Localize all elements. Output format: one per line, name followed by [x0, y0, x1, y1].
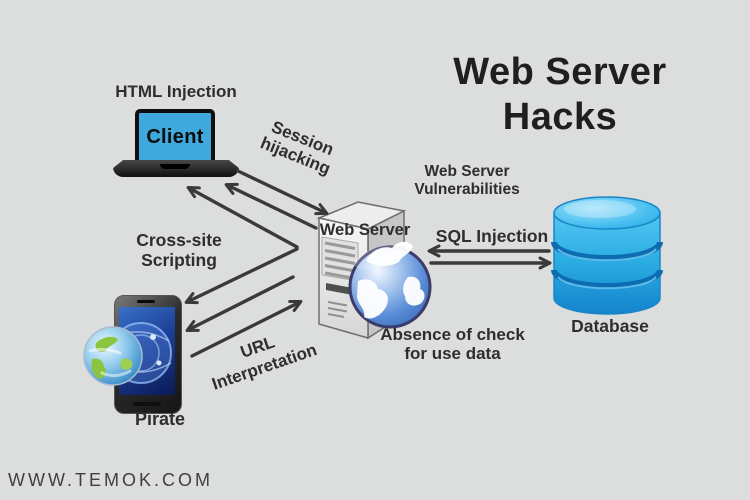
page-title: Web Server Hacks [420, 50, 700, 140]
client-laptop-icon: Client [110, 105, 245, 185]
web-server-vulnerabilities-label: Web Server Vulnerabilities [414, 163, 520, 198]
laptop-screen: Client [135, 109, 215, 165]
web-server-icon [316, 201, 432, 340]
arrow-url-interpretation [190, 300, 303, 358]
database-icon [551, 196, 663, 315]
server-globe-icon [348, 241, 432, 329]
arrow-server-to-pirate-1 [184, 247, 299, 305]
pirate-label: Pirate [134, 409, 186, 429]
html-injection-label: HTML Injection [115, 82, 237, 101]
phone-speaker [137, 300, 155, 303]
earth-globe-icon [83, 326, 143, 386]
watermark: WWW.TEMOK.COM [8, 470, 213, 490]
laptop-notch [160, 164, 190, 169]
cross-site-scripting-label: Cross-site Scripting [136, 230, 222, 270]
phone-home-bar [133, 402, 161, 406]
page-title-line2: Hacks [502, 96, 618, 138]
arrow-session-hijacking-request [236, 169, 329, 216]
arrow-session-hijacking-response [224, 182, 318, 230]
web-server-label: Web Server [319, 221, 411, 239]
pirate-phone-icon: Pirate [75, 290, 205, 429]
database-label: Database [571, 316, 649, 336]
arrow-server-to-pirate-2 [185, 275, 295, 332]
sql-injection-label: SQL Injection [435, 226, 549, 246]
page-title-line1: Web Server [453, 51, 667, 93]
absence-of-check-label: Absence of check for use data [380, 325, 525, 363]
arrow-cross-site-scripting [186, 186, 299, 249]
client-label: Client [146, 125, 204, 148]
